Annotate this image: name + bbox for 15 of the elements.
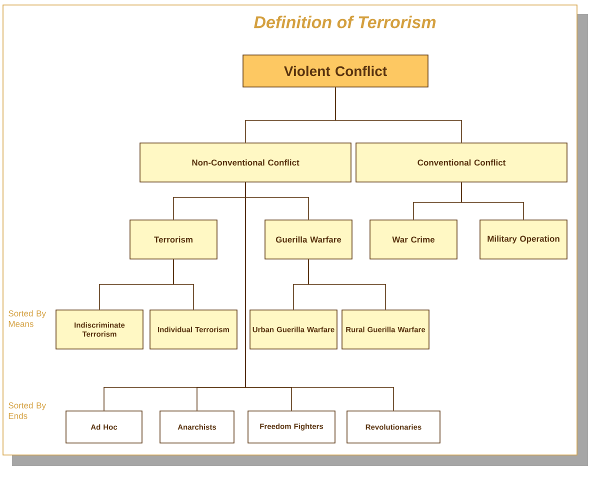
- box: Conventional Conflict: [356, 142, 568, 182]
- box: Military Operation: [480, 220, 568, 260]
- title: Definition of Terrorism: [254, 16, 436, 28]
- side-label: Sorted By Means: [8, 310, 46, 327]
- box: Guerilla Warfare: [264, 220, 352, 260]
- side-label: Sorted By Ends: [8, 402, 46, 419]
- connector-line: [461, 182, 524, 220]
- connector-line: [335, 87, 462, 143]
- connector-line: [245, 182, 394, 411]
- box: Non-Conventional Conflict: [140, 142, 352, 182]
- connector-line: [173, 259, 194, 310]
- box: Terrorism: [130, 220, 218, 260]
- connector-line: [308, 259, 386, 310]
- box: Violent Conflict: [242, 54, 428, 88]
- box: War Crime: [370, 220, 458, 260]
